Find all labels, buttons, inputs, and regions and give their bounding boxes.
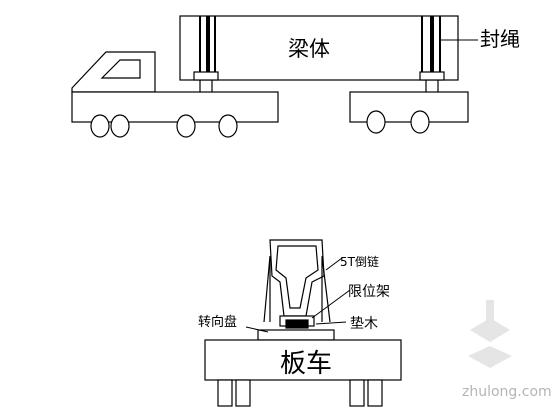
rear-support <box>419 71 445 92</box>
tractor-frame <box>71 91 279 123</box>
top-transport-view <box>71 15 478 138</box>
turntable-leader-line <box>245 326 269 333</box>
cab-window <box>100 59 141 79</box>
beam-section-inner <box>275 245 319 309</box>
chain-hoist-right <box>321 255 331 323</box>
turntable <box>257 329 335 341</box>
chain-label: 5T倒链 <box>340 254 379 269</box>
beam-body <box>179 15 459 81</box>
chain-leader-line <box>325 257 343 271</box>
stopper-leader-line <box>311 289 351 319</box>
trailer-wheels <box>366 110 430 134</box>
stopper-label: 限位架 <box>348 284 390 300</box>
watermark-text: zhulong.com <box>462 384 552 400</box>
wood-block <box>285 319 309 329</box>
rope-label: 封绳 <box>480 27 520 51</box>
front-support <box>193 71 219 92</box>
tractor-wheels <box>90 114 238 138</box>
block-label: 垫木 <box>350 316 378 332</box>
trailer-deck <box>204 339 402 381</box>
trailer-wheel-3 <box>349 379 365 407</box>
left-rope-strap <box>199 16 216 80</box>
block-leader-line <box>315 321 347 325</box>
turntable-label: 转向盘 <box>198 314 237 330</box>
trailer-wheel-2 <box>235 379 251 407</box>
watermark-logo <box>468 300 512 368</box>
tractor-cab <box>71 51 156 93</box>
beam-label: 梁体 <box>288 37 330 61</box>
bottom-section-view <box>204 239 402 407</box>
right-rope-strap <box>421 16 441 80</box>
trailer-wheel-1 <box>217 379 233 407</box>
chain-hoist-left <box>263 255 271 323</box>
trailer-label: 板车 <box>280 349 332 379</box>
trailer-wheel-4 <box>367 379 383 407</box>
